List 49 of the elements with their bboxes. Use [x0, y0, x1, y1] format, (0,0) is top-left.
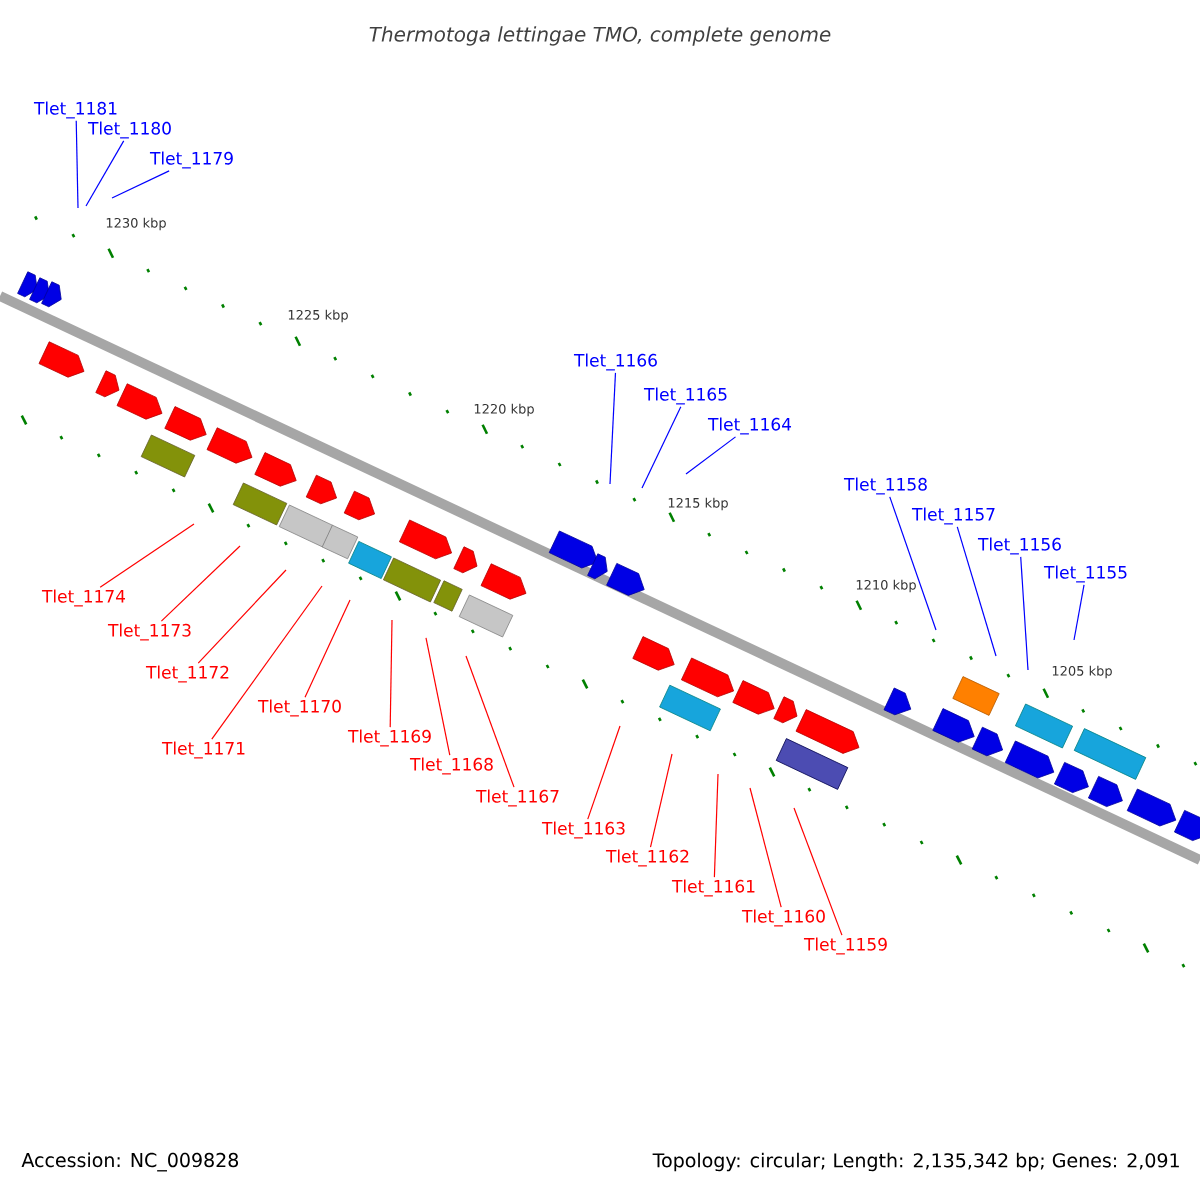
- leader-line: [160, 545, 241, 622]
- gene-label: Tlet_1170: [257, 699, 341, 717]
- gene-label: Tlet_1180: [87, 121, 171, 139]
- leader-line: [99, 523, 195, 588]
- leader-line: [197, 569, 287, 664]
- leader-line: [465, 655, 515, 788]
- leader-line: [111, 170, 170, 199]
- title: Thermotoga lettingae TMO, complete genome: [369, 26, 831, 46]
- gene-label: Tlet_1163: [541, 821, 625, 839]
- gene-label: Tlet_1171: [161, 741, 245, 759]
- gene-label: Tlet_1166: [573, 353, 657, 371]
- leader-line: [685, 436, 737, 475]
- leader-line: [649, 753, 673, 848]
- leader-line: [425, 637, 451, 756]
- leader-line: [793, 807, 843, 936]
- leader-line: [713, 773, 719, 878]
- leader-line: [956, 526, 997, 657]
- leader-line: [749, 787, 782, 908]
- footer-text: Accession: NC_009828: [21, 1152, 239, 1172]
- gene-label: Tlet_1161: [671, 879, 755, 897]
- gene-label: Tlet_1168: [409, 757, 493, 775]
- gene-label: Tlet_1155: [1043, 565, 1127, 583]
- gene-label: Tlet_1164: [707, 417, 792, 435]
- gene-label: Tlet_1162: [605, 849, 689, 867]
- gene-label: Tlet_1172: [145, 665, 229, 683]
- footer-text: Topology: circular; Length: 2,135,342 bp; Genes: 2,091: [652, 1152, 1179, 1172]
- gene-label: Tlet_1167: [475, 789, 559, 807]
- gene-label: Tlet_1173: [107, 623, 191, 641]
- leader-line: [889, 496, 937, 631]
- leader-line: [1073, 584, 1085, 641]
- leader-line: [641, 406, 682, 489]
- gene-label: Tlet_1160: [741, 909, 825, 927]
- leader-line: [304, 599, 351, 698]
- gene-label: Tlet_1156: [977, 537, 1061, 555]
- gene-label: Tlet_1174: [41, 589, 125, 607]
- gene-label: Tlet_1179: [149, 151, 233, 169]
- leader-line: [75, 120, 79, 209]
- gene-label: Tlet_1169: [347, 729, 431, 747]
- leader-line: [211, 585, 323, 740]
- leader-line: [389, 619, 393, 728]
- gene-label: Tlet_1181: [33, 101, 117, 119]
- gene-label: Tlet_1158: [843, 477, 927, 495]
- leader-line: [85, 140, 125, 207]
- leader-line: [609, 372, 617, 485]
- gene-label: Tlet_1159: [803, 937, 887, 955]
- gene-label: Tlet_1165: [643, 387, 727, 405]
- leader-line: [587, 725, 621, 820]
- leader-line: [1020, 556, 1029, 671]
- gene-label: Tlet_1157: [911, 507, 995, 525]
